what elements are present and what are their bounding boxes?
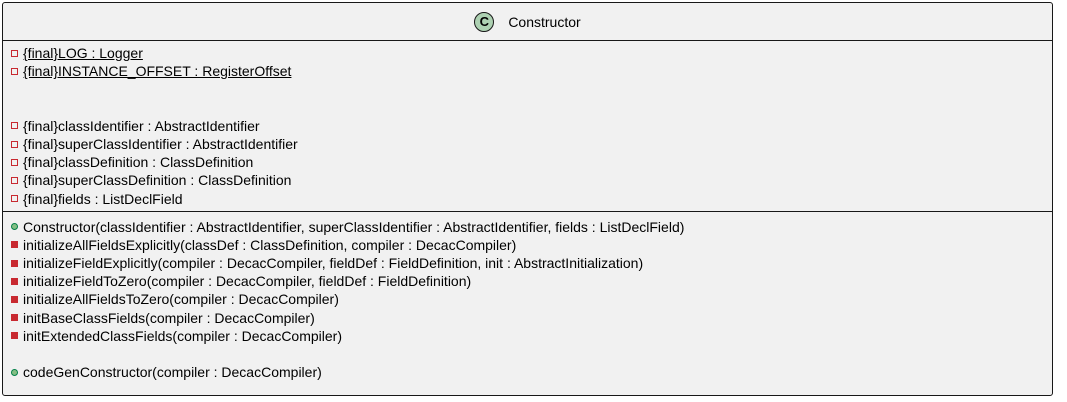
public-method-icon <box>11 223 18 231</box>
private-field-icon <box>11 49 18 57</box>
section-spacer <box>11 99 1052 117</box>
fields-section: {final}LOG : Logger {final}INSTANCE_OFFS… <box>3 41 1052 212</box>
method-text: initBaseClassFields(compiler : DecacComp… <box>23 309 315 326</box>
private-method-icon <box>11 241 18 249</box>
method-text: initializeFieldToZero(compiler : DecacCo… <box>23 273 472 290</box>
method-text: initExtendedClassFields(compiler : Decac… <box>23 327 342 344</box>
method-row: initializeAllFieldsExplicitly(classDef :… <box>11 236 1052 254</box>
field-row: {final}fields : ListDeclField <box>11 190 1052 208</box>
private-method-icon <box>11 332 18 340</box>
class-name: Constructor <box>508 13 581 30</box>
static-field-row: {final}LOG : Logger <box>11 44 1052 62</box>
method-text: codeGenConstructor(compiler : DecacCompi… <box>23 364 322 381</box>
static-field-text: {final}LOG : Logger <box>23 45 143 61</box>
class-box-constructor: C Constructor {final}LOG : Logger {final… <box>2 2 1053 396</box>
method-text: initializeAllFieldsToZero(compiler : Dec… <box>23 291 339 308</box>
class-stereotype-icon: C <box>474 11 495 32</box>
private-field-icon <box>11 195 18 203</box>
private-method-icon <box>11 314 18 322</box>
field-row: {final}classIdentifier : AbstractIdentif… <box>11 117 1052 135</box>
method-text: Constructor(classIdentifier : AbstractId… <box>23 218 685 235</box>
method-text: initializeAllFieldsExplicitly(classDef :… <box>23 236 517 253</box>
method-row: Constructor(classIdentifier : AbstractId… <box>11 218 1052 236</box>
private-method-icon <box>11 277 18 285</box>
section-spacer <box>11 80 1052 98</box>
field-text: {final}superClassIdentifier : AbstractId… <box>23 135 298 152</box>
method-row: initializeFieldExplicitly(compiler : Dec… <box>11 254 1052 272</box>
field-text: {final}classIdentifier : AbstractIdentif… <box>23 117 260 134</box>
method-row: codeGenConstructor(compiler : DecacCompi… <box>11 363 1052 381</box>
method-row: initializeFieldToZero(compiler : DecacCo… <box>11 272 1052 290</box>
private-field-icon <box>11 122 18 130</box>
methods-section: Constructor(classIdentifier : AbstractId… <box>3 212 1052 382</box>
field-text: {final}classDefinition : ClassDefinition <box>23 154 254 171</box>
public-method-icon <box>11 368 18 376</box>
field-row: {final}superClassIdentifier : AbstractId… <box>11 135 1052 153</box>
method-row: initExtendedClassFields(compiler : Decac… <box>11 327 1052 345</box>
private-method-icon <box>11 259 18 267</box>
field-row: {final}classDefinition : ClassDefinition <box>11 153 1052 171</box>
field-text: {final}superClassDefinition : ClassDefin… <box>23 172 292 189</box>
section-spacer <box>11 345 1052 363</box>
private-field-icon <box>11 140 18 148</box>
private-field-icon <box>11 67 18 75</box>
method-row: initBaseClassFields(compiler : DecacComp… <box>11 309 1052 327</box>
private-field-icon <box>11 158 18 166</box>
private-method-icon <box>11 296 18 304</box>
method-row: initializeAllFieldsToZero(compiler : Dec… <box>11 290 1052 308</box>
field-text: {final}fields : ListDeclField <box>23 190 183 207</box>
method-text: initializeFieldExplicitly(compiler : Dec… <box>23 255 644 272</box>
class-header: C Constructor <box>3 3 1052 41</box>
private-field-icon <box>11 176 18 184</box>
static-field-row: {final}INSTANCE_OFFSET : RegisterOffset <box>11 62 1052 80</box>
field-row: {final}superClassDefinition : ClassDefin… <box>11 171 1052 189</box>
static-field-text: {final}INSTANCE_OFFSET : RegisterOffset <box>23 63 292 80</box>
